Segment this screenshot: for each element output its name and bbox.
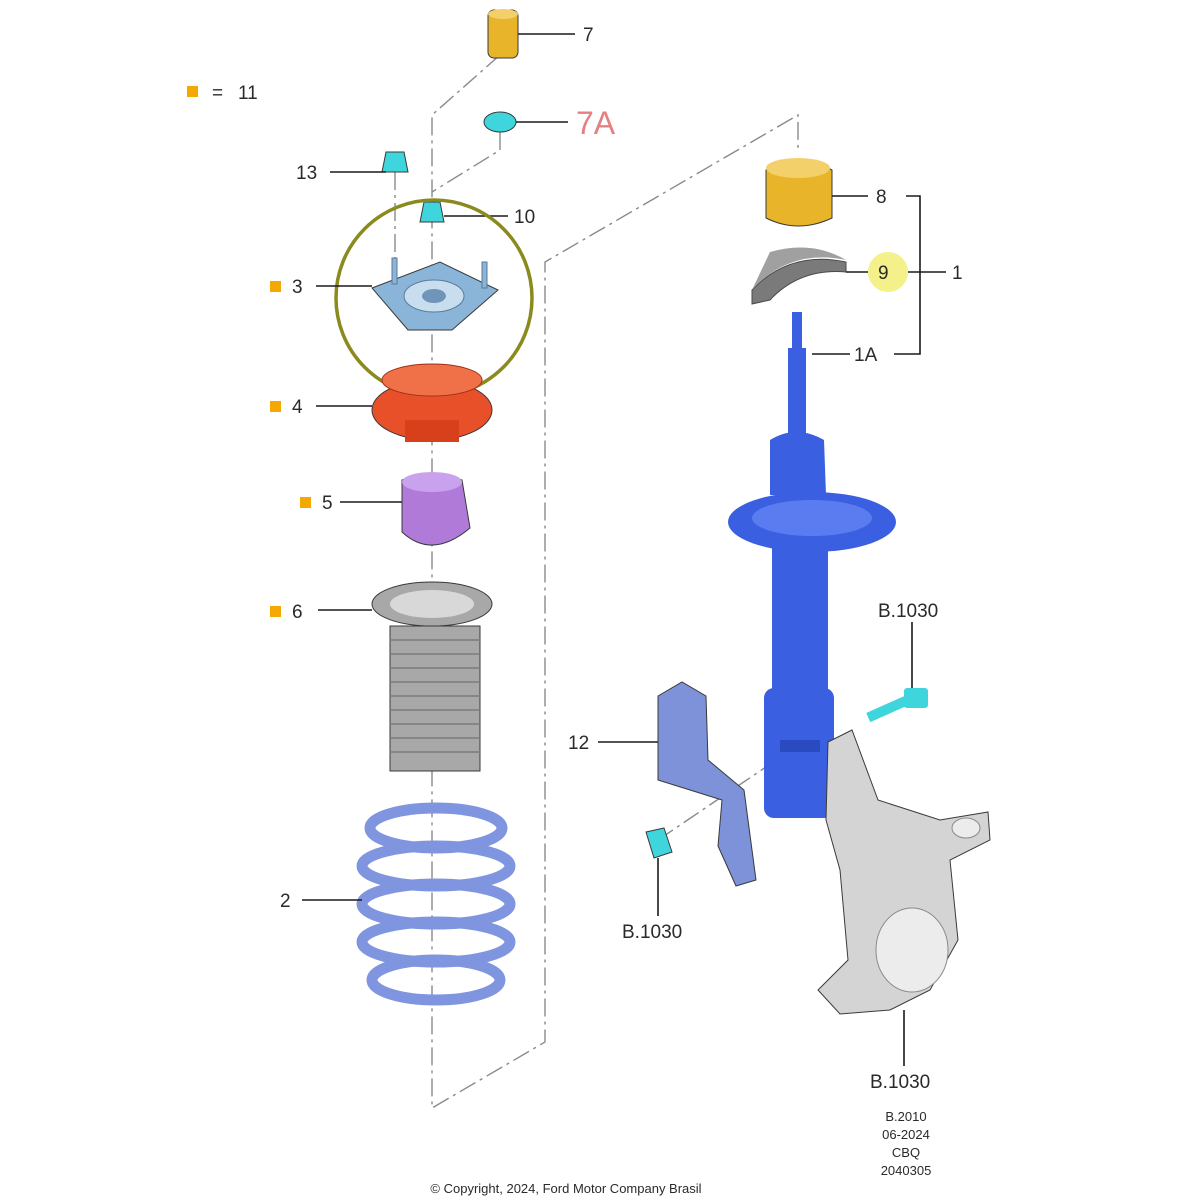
footer-ref-1: B.2010	[885, 1109, 926, 1124]
callout-12: 12	[568, 733, 589, 754]
footer: B.2010 06-2024 CBQ 2040305 © Copyright, …	[430, 1109, 931, 1196]
highlight-dot	[868, 252, 908, 292]
part-12-body	[657, 681, 757, 887]
left-leaders	[302, 285, 402, 901]
callout-2: 2	[280, 891, 291, 912]
strut-lower	[764, 688, 834, 818]
callout-7a: 7A	[576, 105, 616, 141]
marker-part-4	[270, 401, 281, 412]
strut-seat-inner	[752, 500, 872, 536]
bolt-b1030-lower	[645, 827, 673, 916]
part-4-lower	[405, 420, 459, 442]
part-5-jounce-bumper	[401, 472, 471, 546]
part-6-inner	[390, 590, 474, 618]
knuckle-arm-hole	[951, 817, 981, 839]
callout-7: 7	[583, 25, 594, 46]
part-3-bore	[422, 289, 446, 303]
part-10-body	[419, 201, 445, 223]
part-9-insulator	[751, 247, 908, 305]
strut-body	[772, 540, 828, 690]
callout-4: 4	[292, 397, 303, 418]
callout-6: 6	[292, 602, 303, 623]
part-1a-strut	[728, 312, 896, 818]
part-3-stud-1	[391, 257, 398, 285]
legend-equals: =	[212, 83, 223, 104]
callout-3: 3	[292, 277, 303, 298]
legend-value: 11	[238, 83, 258, 104]
part-6-dust-boot	[371, 581, 493, 772]
footer-ref-4: 2040305	[881, 1163, 932, 1178]
part-12-bracket	[598, 681, 757, 887]
bolt-upper-head	[904, 688, 928, 708]
part-7a-body	[483, 111, 517, 133]
footer-ref-2: 06-2024	[882, 1127, 930, 1142]
footer-ref-3: CBQ	[892, 1145, 920, 1160]
part-5-top	[402, 472, 462, 492]
part-4-top	[381, 363, 483, 397]
part-3-stud-2	[481, 261, 488, 289]
callout-b1030-top: B.1030	[878, 601, 938, 622]
callout-10: 10	[514, 207, 535, 228]
part-7-top	[488, 9, 518, 19]
part-8-top	[766, 158, 830, 178]
marker-part-3	[270, 281, 281, 292]
part-6-bellows	[389, 625, 481, 772]
part-4-spring-seat	[371, 363, 493, 442]
strut-upper	[770, 432, 826, 495]
callout-1a: 1A	[854, 345, 878, 366]
marker-part-5	[300, 497, 311, 508]
knuckle-hub-bore	[875, 907, 949, 993]
assembly-guide-lines	[394, 54, 829, 1110]
callout-8: 8	[876, 187, 887, 208]
part-7a-cap	[483, 111, 568, 133]
callout-labels: 7 7A 13 10 3 4 5 6 2 8 9 1 1A 12 B.1030 …	[280, 25, 963, 1093]
part-13-nut	[330, 151, 409, 173]
callout-b1030-bottom: B.1030	[870, 1072, 930, 1093]
footer-copyright: © Copyright, 2024, Ford Motor Company Br…	[430, 1181, 701, 1196]
bolt-lower-body	[645, 827, 673, 859]
callout-b1030-left: B.1030	[622, 922, 682, 943]
steering-knuckle	[817, 729, 991, 1066]
callout-9: 9	[878, 263, 889, 284]
part-8-bump-stop	[765, 158, 868, 227]
legend: = 11	[187, 83, 258, 104]
part-10-nut	[419, 201, 508, 223]
part-9-top	[752, 247, 846, 290]
part-7-bump-cap	[487, 9, 575, 59]
orange-markers	[270, 281, 311, 617]
callout-13: 13	[296, 163, 317, 184]
legend-marker	[187, 86, 198, 97]
part-2-coil-spring	[356, 802, 516, 1006]
marker-part-6	[270, 606, 281, 617]
strut-rod	[788, 348, 806, 438]
callout-5: 5	[322, 493, 333, 514]
strut-rod-top	[792, 312, 802, 352]
strut-clamp	[780, 740, 820, 752]
assembly-bracket-1	[812, 195, 946, 355]
part-13-body	[381, 151, 409, 173]
part-6-ribs	[390, 639, 480, 753]
callout-1: 1	[952, 263, 963, 284]
bolt-b1030-upper	[866, 622, 928, 723]
